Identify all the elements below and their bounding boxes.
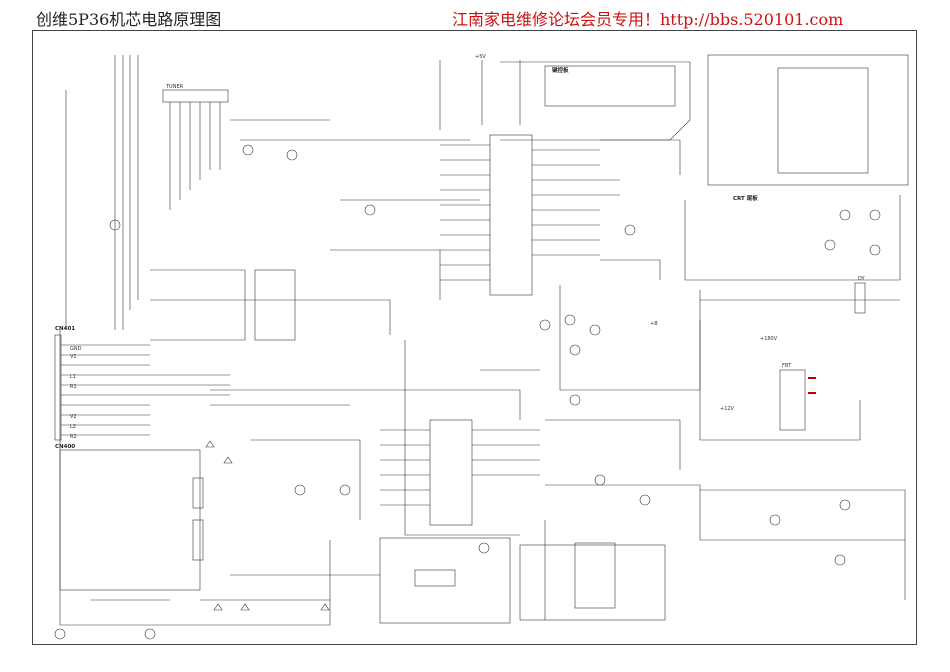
av-switch-ic: [254, 269, 296, 341]
schematic-frame: [32, 30, 917, 645]
switch-transformer: [192, 477, 204, 509]
tuner-module: [162, 89, 229, 103]
r2-label: R2: [70, 434, 77, 440]
v12-label: +12V: [720, 406, 735, 412]
memory-ic: [414, 569, 456, 587]
l1-label: L1: [70, 374, 76, 380]
flyback-transformer: [779, 369, 806, 431]
power-supply-region: [59, 449, 201, 591]
cn401-label: CN401: [55, 326, 75, 332]
v1-label: V1: [70, 354, 77, 360]
keypad-board-label: 键控板: [551, 66, 569, 74]
v5-label: +5V: [475, 54, 486, 60]
audio-section: [519, 544, 666, 621]
fbt-label: FBT: [782, 363, 792, 369]
deflection-yoke-connector: [854, 282, 866, 314]
tuner-label: TUNER: [165, 84, 184, 90]
audio-amp-ic: [574, 542, 616, 609]
crt-board-label: CRT 尾板: [733, 194, 758, 202]
crt-board-frame: [707, 54, 909, 186]
dy-label: DY: [858, 276, 866, 282]
video-processor-ic: [429, 419, 473, 526]
memory-section: [379, 537, 511, 624]
p-out-label: +B: [650, 321, 658, 327]
cpu-ic: [489, 134, 533, 296]
v2-label: V2: [70, 414, 77, 420]
cn400-label: CN400: [55, 444, 75, 450]
v180-label: +180V: [760, 336, 778, 342]
gnd-label: GND: [70, 346, 82, 352]
r1-label: R1: [70, 384, 77, 390]
keypad-board: [544, 65, 676, 107]
l2-label: L2: [70, 424, 76, 430]
cn401-connector: [54, 334, 62, 441]
crt-board-inner: [777, 67, 869, 174]
forum-watermark: 江南家电维修论坛会员专用！http://bbs.520101.com: [452, 10, 844, 29]
document-title: 创维5P36机芯电路原理图: [36, 10, 222, 29]
